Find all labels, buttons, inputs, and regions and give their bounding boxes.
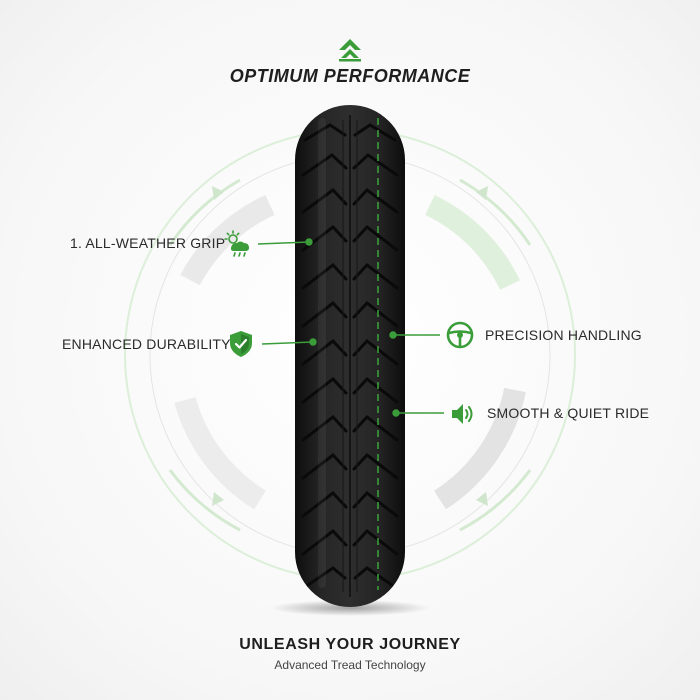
feature-connectors xyxy=(257,238,444,417)
chevron-up-icon xyxy=(339,39,361,62)
ring-markers xyxy=(212,186,488,506)
footer-title: UNLEASH YOUR JOURNEY xyxy=(239,636,461,653)
shield-check-icon xyxy=(230,331,252,357)
tire xyxy=(295,105,405,607)
feature-label-durability: ENHANCED DURABILITY xyxy=(62,336,231,352)
weather-icon xyxy=(224,230,249,257)
page-title: OPTIMUM PERFORMANCE xyxy=(229,66,471,86)
speaker-icon xyxy=(452,404,473,424)
steering-wheel-icon xyxy=(446,321,474,349)
feature-label-handling: PRECISION HANDLING xyxy=(485,327,642,343)
feature-label-all-weather: 1. ALL-WEATHER GRIP xyxy=(70,235,226,251)
footer-subtitle: Advanced Tread Technology xyxy=(274,658,426,672)
decorative-rings xyxy=(124,129,576,581)
feature-label-quiet: SMOOTH & QUIET RIDE xyxy=(487,405,650,421)
tire-shadow xyxy=(270,600,430,616)
